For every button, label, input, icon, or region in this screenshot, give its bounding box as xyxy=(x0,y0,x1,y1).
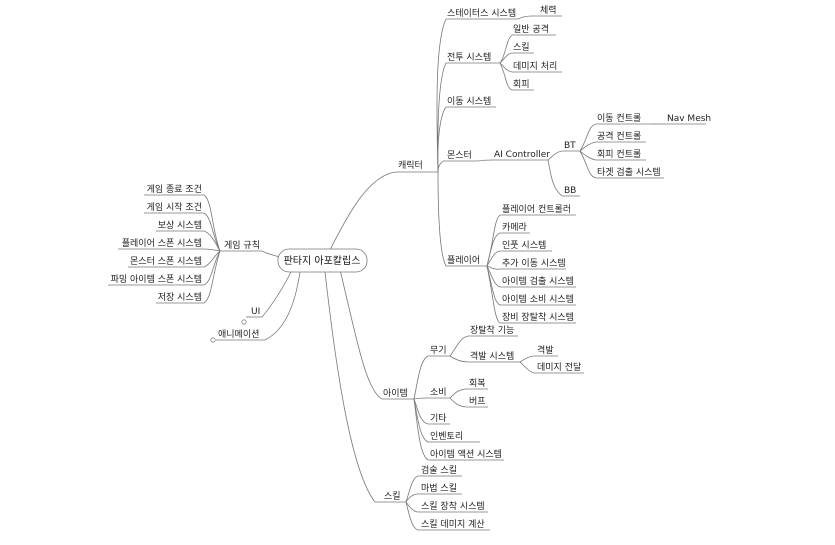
node-attack-control[interactable]: 공격 컨트롤 xyxy=(597,130,641,142)
node-ai-controller[interactable]: AI Controller xyxy=(494,150,550,160)
node-skill[interactable]: 스킬 xyxy=(384,491,401,502)
node-farming-spawn[interactable]: 파밍 아이템 스폰 시스템 xyxy=(111,273,202,285)
node-fire-system[interactable]: 격발 시스템 xyxy=(470,350,514,362)
center-node-label: 판타지 아포칼립스 xyxy=(284,254,361,267)
node-camera[interactable]: 카메라 xyxy=(502,222,528,233)
node-extra-move-system[interactable]: 추가 이동 시스템 xyxy=(502,257,566,269)
node-status-system[interactable]: 스테이터스 시스템 xyxy=(447,7,516,19)
node-combat-system[interactable]: 전투 시스템 xyxy=(447,51,491,63)
node-inventory[interactable]: 인벤토리 xyxy=(430,431,463,442)
node-game-rules[interactable]: 게임 규칙 xyxy=(224,239,260,251)
node-monster[interactable]: 몬스터 xyxy=(447,150,472,161)
node-ui[interactable]: UI xyxy=(251,307,260,317)
node-item-detection[interactable]: 아이템 검출 시스템 xyxy=(502,275,574,287)
node-item-consume[interactable]: 아이템 소비 시스템 xyxy=(502,293,574,305)
label-underlines xyxy=(108,15,706,531)
node-end-condition[interactable]: 게임 종료 조건 xyxy=(147,183,202,195)
node-start-condition[interactable]: 게임 시작 조건 xyxy=(147,201,202,213)
node-skill-damage[interactable]: 스킬 데미지 계산 xyxy=(421,518,485,530)
node-move-control[interactable]: 이동 컨트롤 xyxy=(597,113,641,124)
node-dodge-control[interactable]: 회피 컨트롤 xyxy=(597,149,641,160)
node-navmesh[interactable]: Nav Mesh xyxy=(667,114,711,124)
node-skill-equip[interactable]: 스킬 장착 시스템 xyxy=(421,500,485,512)
node-save-system[interactable]: 저장 시스템 xyxy=(158,291,202,303)
node-damage-transfer[interactable]: 데미지 전달 xyxy=(537,361,581,373)
node-fire[interactable]: 격발 xyxy=(537,344,554,356)
node-heal[interactable]: 회복 xyxy=(469,378,486,389)
node-hp[interactable]: 체력 xyxy=(540,4,557,16)
node-etc[interactable]: 기타 xyxy=(430,413,447,424)
ui-collapsed-marker[interactable] xyxy=(241,319,247,325)
node-bb[interactable]: BB xyxy=(564,186,576,196)
node-normal-attack[interactable]: 일반 공격 xyxy=(513,23,549,35)
node-player[interactable]: 플레이어 xyxy=(447,255,480,266)
node-dodge[interactable]: 회피 xyxy=(513,79,530,90)
node-buff[interactable]: 버프 xyxy=(469,396,486,407)
node-target-detection[interactable]: 타겟 검출 시스템 xyxy=(597,166,661,178)
animation-collapsed-marker[interactable] xyxy=(210,337,216,343)
node-weapon[interactable]: 무기 xyxy=(430,345,447,356)
node-bt[interactable]: BT xyxy=(564,141,576,151)
center-node[interactable]: 판타지 아포칼립스 xyxy=(277,248,368,273)
node-item[interactable]: 아이템 xyxy=(383,387,408,399)
node-animation[interactable]: 애니메이션 xyxy=(218,329,259,340)
node-consumable[interactable]: 소비 xyxy=(430,387,447,398)
node-player-spawn[interactable]: 플레이어 스폰 시스템 xyxy=(122,237,202,249)
node-player-controller[interactable]: 플레이어 컨트롤러 xyxy=(502,204,571,215)
node-sword-skill[interactable]: 검술 스킬 xyxy=(421,464,457,476)
node-monster-spawn[interactable]: 몬스터 스폰 시스템 xyxy=(130,255,202,267)
node-equip-function[interactable]: 장탈착 기능 xyxy=(470,325,514,336)
node-labels: 캐릭터 스테이터스 시스템 체력 전투 시스템 일반 공격 스킬 데미지 처리 … xyxy=(111,4,712,530)
connectors xyxy=(203,15,666,531)
node-input-system[interactable]: 인풋 시스템 xyxy=(502,239,546,251)
node-equip-system[interactable]: 장비 장탈착 시스템 xyxy=(502,311,574,323)
node-reward-system[interactable]: 보상 시스템 xyxy=(158,219,202,231)
node-movement-system[interactable]: 이동 시스템 xyxy=(447,95,491,107)
node-magic-skill[interactable]: 마법 스킬 xyxy=(421,483,457,494)
node-combat-skill[interactable]: 스킬 xyxy=(513,42,530,53)
node-damage-processing[interactable]: 데미지 처리 xyxy=(513,60,557,72)
node-item-action[interactable]: 아이템 액션 시스템 xyxy=(430,448,502,460)
node-character[interactable]: 캐릭터 xyxy=(398,159,423,171)
